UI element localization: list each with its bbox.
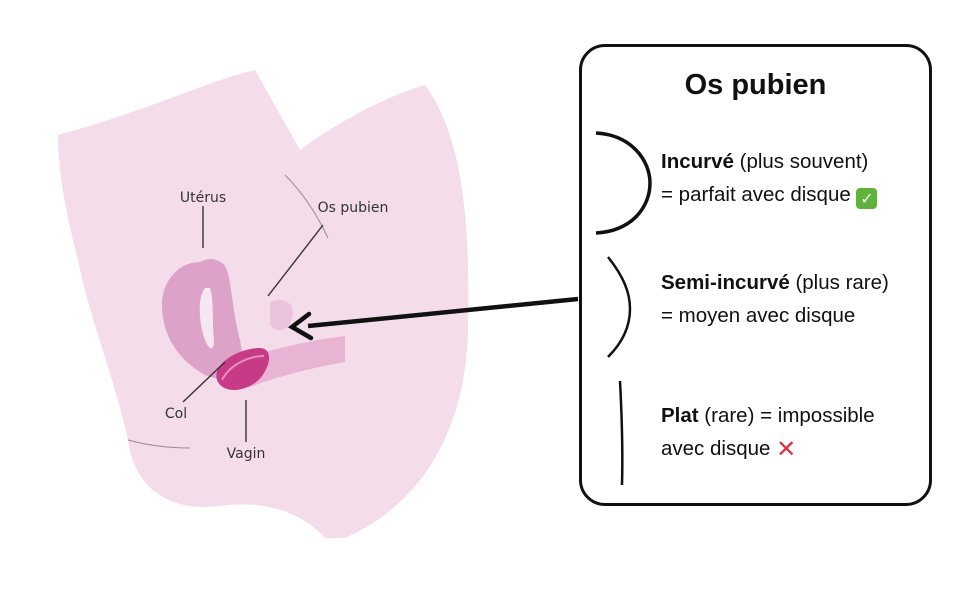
flat-desc: avec disque (661, 437, 771, 460)
pubic-bone-label: Os pubien (318, 200, 389, 216)
vagina-label: Vagin (227, 446, 266, 462)
menstrual-disc-rim (221, 355, 265, 381)
hip-contour (284, 174, 329, 239)
semi-curved-qualifier: (plus rare) (789, 271, 889, 294)
flat-qualifier: (rare) = impossible (698, 404, 875, 427)
legend-item-semi-curved: Semi-incurvé (plus rare) = moyen avec di… (661, 266, 931, 332)
pubic-bone-leader (267, 224, 324, 297)
flat-name: Plat (661, 404, 699, 427)
pointer-arrow-line (307, 296, 579, 329)
cervix-leader (182, 361, 226, 403)
curved-desc: = parfait avec disque (661, 183, 851, 206)
uterus-cavity (199, 288, 214, 349)
pubic-bone-legend: Os pubien Incurvé (plus souvent) = parfa… (579, 44, 932, 506)
semi-curved-name: Semi-incurvé (661, 271, 790, 294)
cross-mark-icon: ✕ (776, 435, 797, 463)
curved-qualifier: (plus souvent) (733, 150, 869, 173)
vaginal-canal (238, 336, 345, 388)
buttock-contour (127, 439, 191, 449)
semi-curved-desc: = moyen avec disque (661, 304, 856, 327)
pubic-bone-shape (270, 299, 293, 331)
flat-bone-icon (618, 380, 624, 486)
menstrual-disc (216, 347, 270, 390)
cervix-label: Col (165, 406, 187, 422)
pointer-arrowhead (287, 311, 314, 341)
uterus-label: Utérus (180, 190, 226, 206)
curved-bone-icon (595, 131, 652, 235)
semi-curved-bone-icon (607, 256, 632, 358)
check-mark-icon: ✓ (856, 188, 878, 209)
legend-title: Os pubien (684, 69, 827, 101)
legend-item-curved: Incurvé (plus souvent) = parfait avec di… (661, 145, 931, 211)
curved-name: Incurvé (661, 150, 734, 173)
pelvis-silhouette (58, 70, 469, 538)
legend-item-flat: Plat (rare) = impossible avec disque ✕ (661, 399, 931, 465)
